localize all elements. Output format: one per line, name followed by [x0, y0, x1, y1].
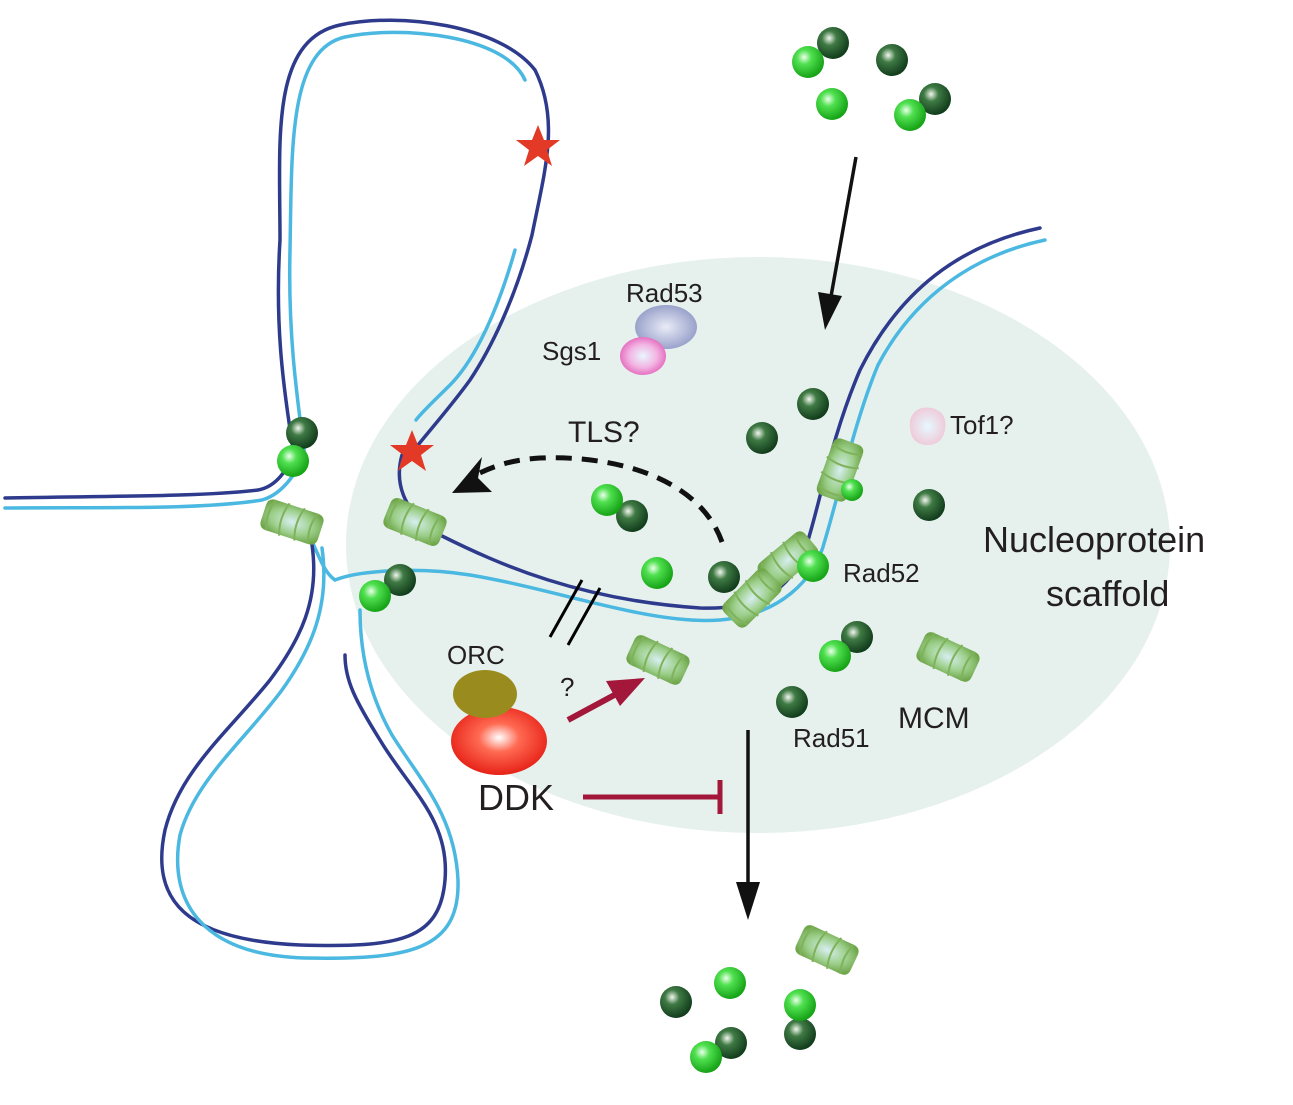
label-question: ?	[560, 672, 574, 702]
damage-star-icon-2	[390, 430, 434, 471]
rad53-protein-icon	[635, 305, 697, 349]
arrow-ddk-inhibit	[583, 780, 723, 814]
arrow-influx	[818, 156, 858, 330]
tof1-protein-icon	[909, 407, 946, 446]
orc-complex-icon	[453, 670, 517, 718]
label-sgs1: Sgs1	[542, 336, 601, 366]
dna-strands	[3, 18, 1047, 960]
dna-left-arm-light	[3, 448, 306, 510]
damage-star-icon	[516, 125, 560, 166]
label-scaffold: scaffold	[1046, 573, 1169, 614]
label-nucleoprotein: Nucleoprotein	[983, 519, 1205, 560]
dna-bottom-loop-dark	[160, 543, 448, 948]
dna-break-icon	[548, 579, 602, 646]
label-ddk: DDK	[478, 777, 554, 818]
arrow-efflux	[736, 730, 760, 920]
dna-left-arm-dark	[3, 446, 295, 500]
rad51-icon	[286, 27, 951, 1059]
label-rad52: Rad52	[843, 558, 920, 588]
dna-top-loop-light-2	[414, 248, 517, 422]
label-rad51: Rad51	[793, 723, 870, 753]
arrow-ddk-activate	[566, 678, 645, 723]
rad52-icon	[277, 46, 926, 1073]
label-orc: ORC	[447, 640, 505, 670]
label-rad53: Rad53	[626, 278, 703, 308]
arrow-tls-dashed	[452, 455, 725, 543]
label-tls: TLS?	[568, 416, 640, 449]
dna-bottom-loop-light	[175, 546, 460, 960]
sgs1-protein-icon	[620, 337, 666, 375]
label-mcm: MCM	[898, 702, 970, 735]
dna-top-loop-light-1	[287, 30, 527, 452]
label-tof1: Tof1?	[950, 410, 1014, 440]
ddk-complex-icon	[451, 707, 547, 775]
nucleoprotein-scaffold	[346, 257, 1170, 833]
dna-top-loop-dark	[276, 18, 551, 452]
